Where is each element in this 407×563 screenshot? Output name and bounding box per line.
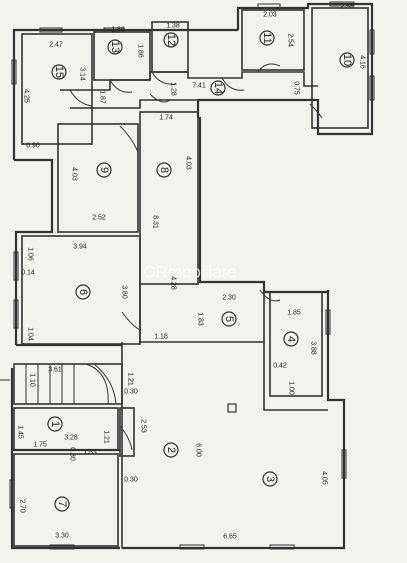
dim-label: 1.75 [33, 442, 47, 449]
room-number-8: 8 [158, 167, 170, 173]
dim-label: 0.42 [273, 363, 287, 370]
interior-walls [13, 7, 369, 548]
dim-label: 4.25 [23, 89, 30, 103]
room-number-3: 3 [264, 476, 276, 482]
room-number-12: 12 [165, 34, 177, 46]
dim-label: 1.38 [166, 23, 180, 30]
room-number-7: 7 [56, 501, 68, 507]
floor-marker [227, 403, 237, 413]
dim-label: 1.18 [154, 334, 168, 341]
dim-label: 1.74 [159, 115, 173, 122]
room-number-6: 6 [77, 289, 89, 295]
dim-label: 6.65 [223, 534, 237, 541]
windows [9, 1, 375, 550]
dim-label: 3.61 [48, 367, 62, 374]
room-number-4: 4 [285, 336, 297, 342]
watermark: CRmobiliare [143, 263, 237, 282]
dim-label: 3.30 [55, 533, 69, 540]
dim-label: 1.06 [27, 247, 34, 261]
room-number-circles [47, 30, 355, 512]
dim-label: 1.83 [197, 312, 204, 326]
dim-label: 2.47 [49, 42, 63, 49]
room-number-13: 13 [109, 41, 121, 53]
dim-label: 4.03 [71, 167, 78, 181]
dim-label: 2.52 [92, 215, 106, 222]
staircase [0, 363, 117, 405]
dim-label: 3.28 [64, 435, 78, 442]
room-number-2: 2 [165, 447, 177, 453]
dim-label: 1.28 [170, 82, 177, 96]
dim-label: 1.85 [287, 310, 301, 317]
dim-label: 2.30 [222, 295, 236, 302]
room-numbers: 15 13 12 11 10 14 9 8 6 5 4 1 2 3 7 [49, 32, 353, 507]
dim-label: 1.21 [127, 372, 134, 386]
dim-label: 8.31 [152, 215, 159, 229]
dimension-labels: 2.55 4.16 2.03 2.54 1.38 1.86 1.86 2.47 … [17, 4, 366, 541]
room-number-9: 9 [98, 167, 110, 173]
dim-label: 7.41 [192, 83, 206, 90]
door-arcs [69, 63, 323, 451]
room-number-15: 15 [53, 66, 65, 78]
dim-label: 4.28 [170, 276, 177, 290]
dim-label: 1.10 [29, 373, 36, 387]
dim-label: 1.53 [83, 450, 97, 457]
dim-label: 0.30 [124, 389, 138, 396]
dim-label: 0.14 [21, 270, 35, 277]
dim-label: 0.30 [124, 477, 138, 484]
dim-label: 3.88 [310, 341, 317, 355]
dim-label: 3.14 [79, 67, 86, 81]
dim-label: 1.86 [111, 27, 125, 34]
dim-label: 0.75 [293, 81, 300, 95]
room-number-11: 11 [261, 32, 273, 43]
dim-label: 2.54 [287, 33, 294, 47]
room-number-14: 14 [212, 82, 224, 94]
dim-label: 0.30 [69, 447, 76, 461]
dim-label: 1.21 [103, 430, 110, 444]
dim-label: 4.03 [185, 156, 192, 170]
dim-label: 3.94 [73, 244, 87, 251]
dim-label: 3.80 [121, 285, 128, 299]
dim-label: 2.53 [140, 419, 147, 433]
dim-label: 1.45 [17, 425, 24, 439]
dim-label: 1.04 [27, 327, 34, 341]
dim-label: 2.03 [263, 12, 277, 19]
dim-label: 4.16 [359, 55, 366, 69]
dim-label: 6.00 [195, 443, 202, 457]
dim-label: 2.70 [19, 499, 26, 513]
room-number-5: 5 [223, 316, 235, 322]
dim-label: 1.00 [288, 381, 295, 395]
room-number-1: 1 [49, 421, 61, 427]
dim-label: 1.86 [137, 44, 144, 58]
room-number-10: 10 [341, 54, 353, 66]
dim-label: 4.05 [321, 471, 328, 485]
dim-label: 2.55 [340, 4, 354, 11]
dim-label: 1.87 [99, 90, 106, 104]
dim-label: 0.90 [26, 143, 40, 150]
